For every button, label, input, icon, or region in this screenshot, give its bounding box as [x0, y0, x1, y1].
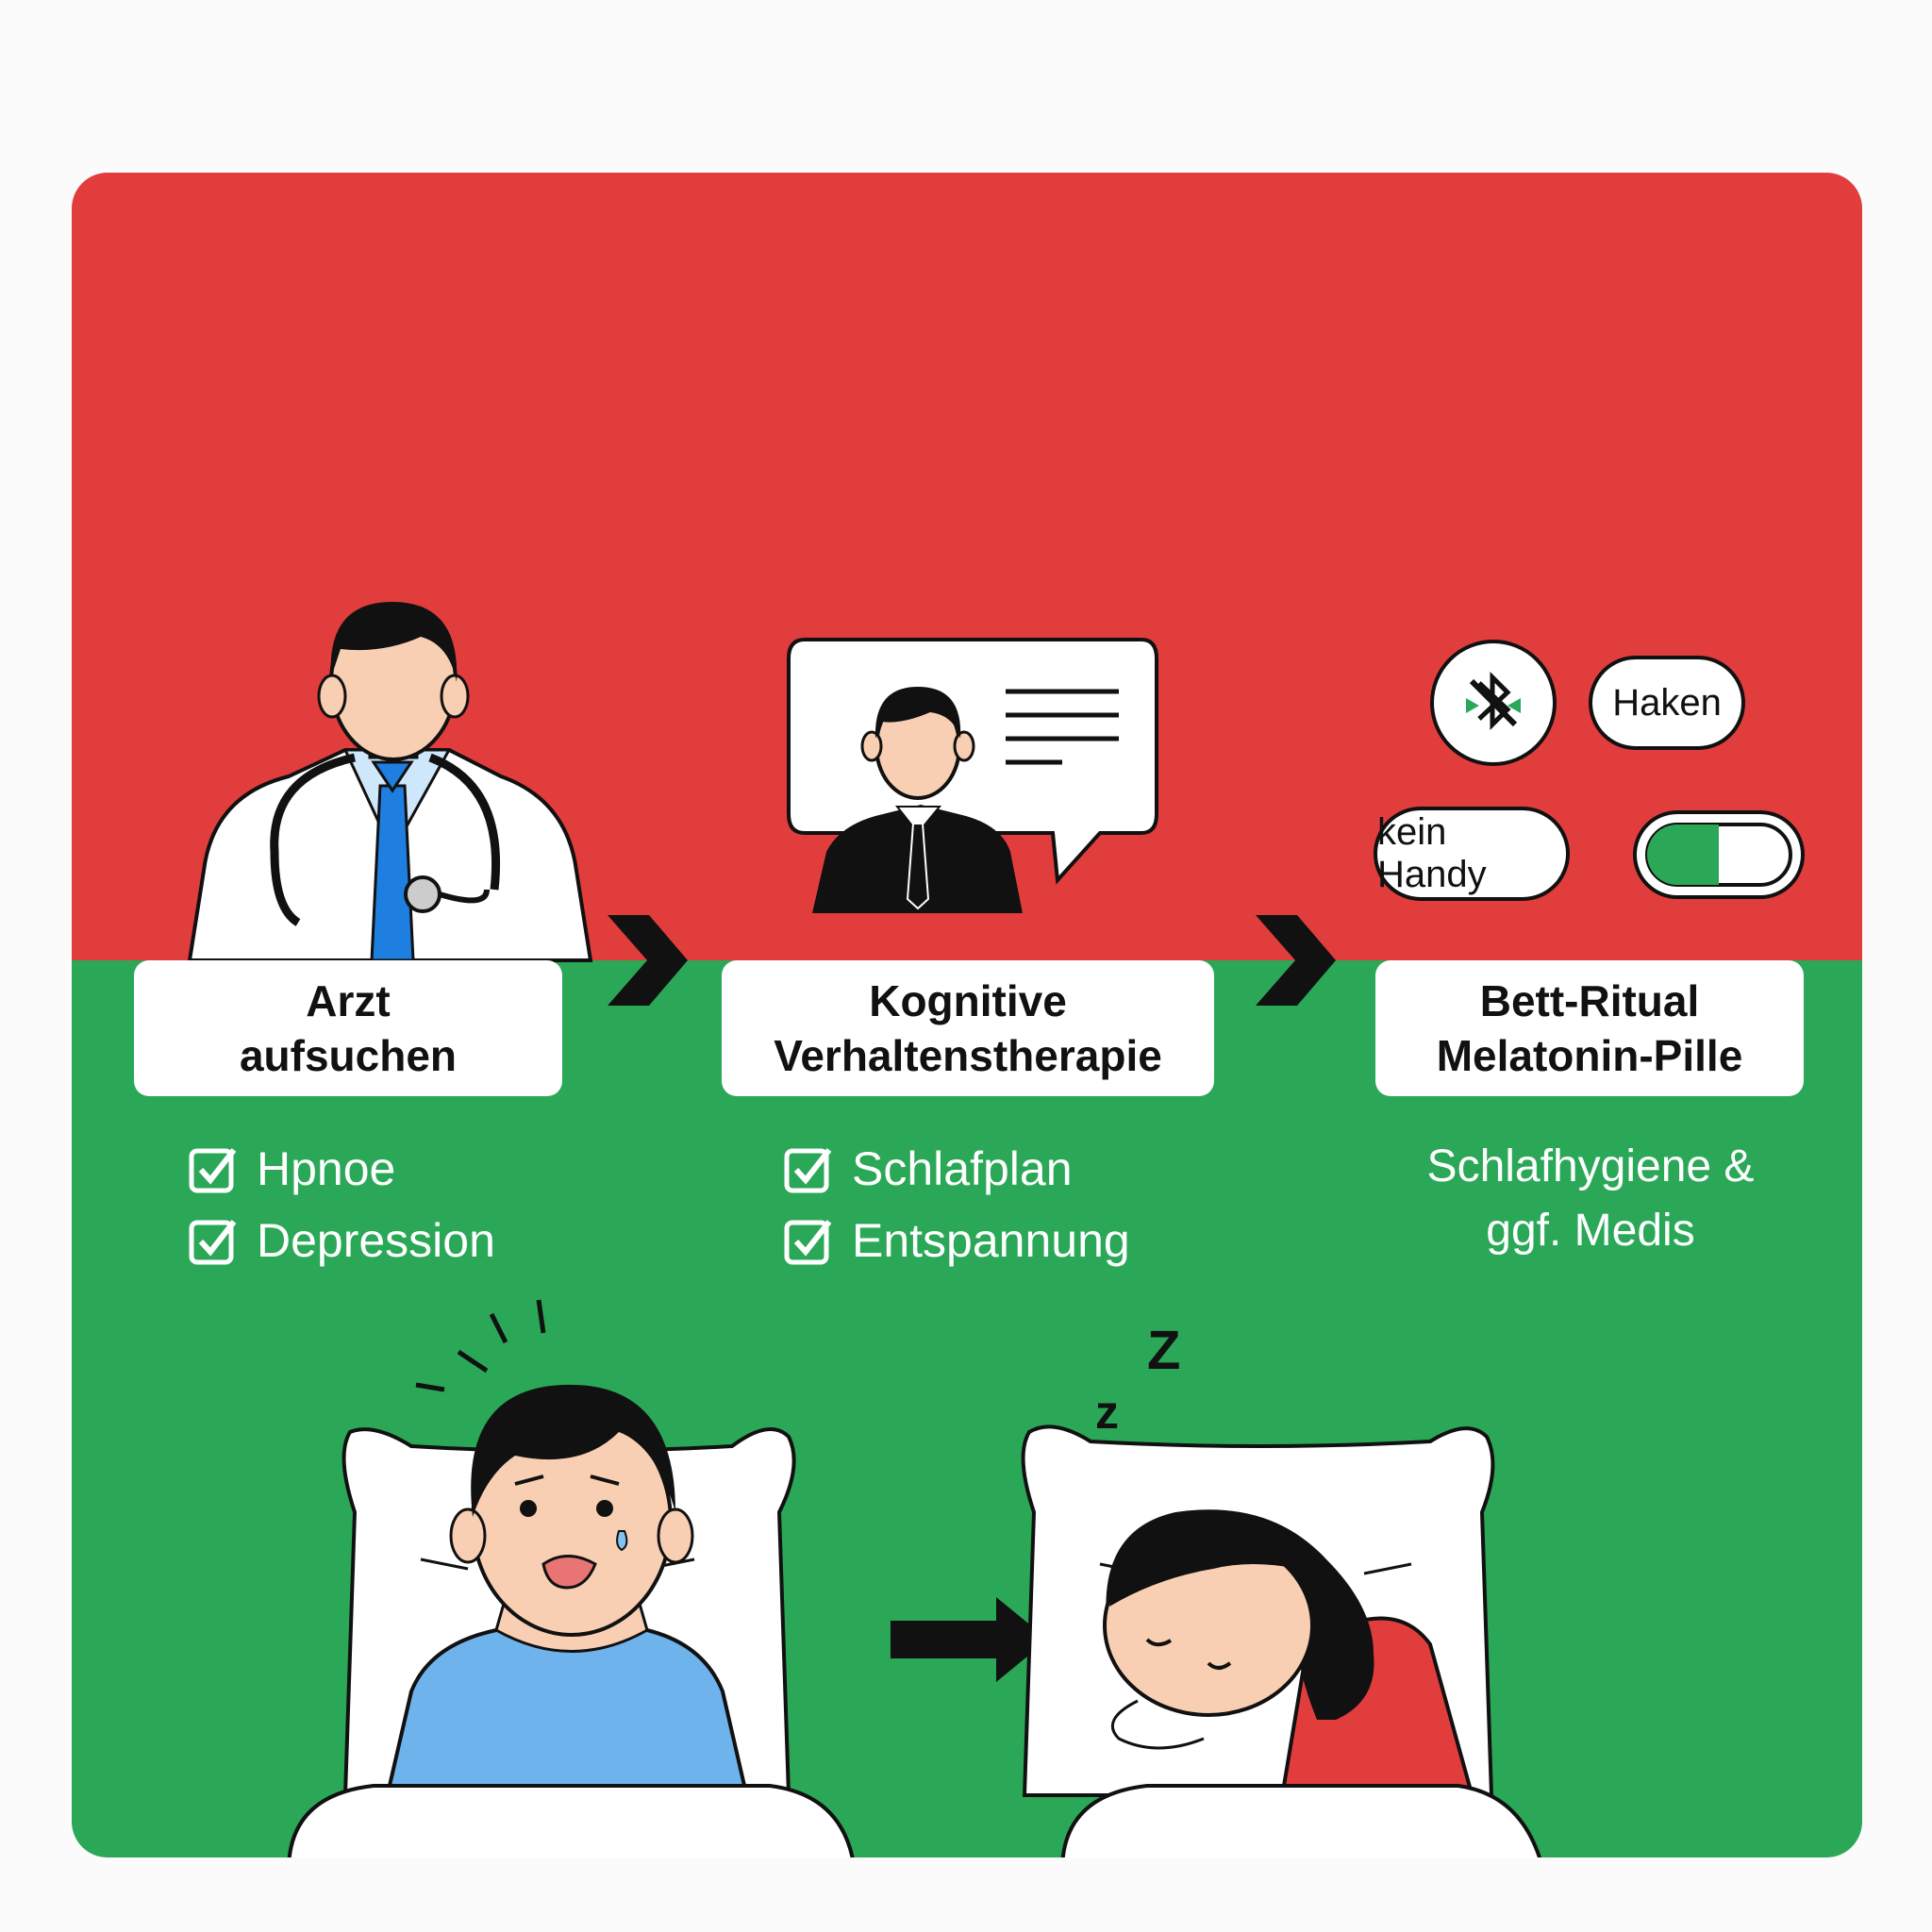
checklist-item-label: Schlafplan: [852, 1142, 1073, 1195]
step-3-label: Bett-Ritual Melatonin-Pille: [1375, 960, 1804, 1096]
checklist-item-label: Depression: [257, 1214, 495, 1267]
step-2-label: Kognitive Verhaltenstherapie: [722, 960, 1214, 1096]
sleeping-woman-icon: [1021, 1424, 1541, 1857]
step-2-checklist: Schlafplan Entspannung: [784, 1133, 1130, 1276]
check-icon: [784, 1148, 832, 1193]
step-3-note-line-2: ggf. Medis: [1486, 1206, 1695, 1256]
checklist-item: Entspannung: [784, 1205, 1130, 1276]
checklist-item: Hpnoe: [189, 1133, 495, 1205]
check-icon: [189, 1148, 237, 1193]
step-1-line-1: Arzt: [306, 976, 391, 1025]
sleep-z-large: Z: [1147, 1320, 1181, 1381]
step-1-checklist: Hpnoe Depression: [189, 1133, 495, 1276]
sleep-z-small: z: [1095, 1386, 1119, 1439]
check-icon: [784, 1220, 832, 1265]
step-2-line-2: Verhaltenstherapie: [774, 1031, 1162, 1080]
no-phone-badge: kein Handy: [1374, 807, 1570, 901]
step-1-line-2: aufsuchen: [239, 1031, 458, 1080]
arrow-icon: [608, 915, 688, 1006]
checklist-item: Schlafplan: [784, 1133, 1130, 1205]
haken-badge: Haken: [1589, 656, 1745, 750]
step-1-label: Arzt aufsuchen: [134, 960, 562, 1096]
arrow-icon: [891, 1597, 1048, 1682]
pill-icon: [1633, 810, 1805, 899]
step-3-note: Schlafhygiene & ggf. Medis: [1374, 1135, 1807, 1263]
no-phone-label: kein Handy: [1377, 811, 1487, 895]
no-bluetooth-icon: [1430, 640, 1557, 766]
doctor-icon: [187, 602, 593, 962]
step-3-line-1: Bett-Ritual: [1479, 976, 1700, 1025]
step-3-note-line-1: Schlafhygiene &: [1426, 1141, 1755, 1191]
therapist-icon: [787, 638, 1158, 913]
checklist-item-label: Entspannung: [852, 1214, 1130, 1267]
illustration-layer: [187, 602, 1805, 1857]
checklist-item-label: Hpnoe: [257, 1142, 396, 1195]
infographic-panel: Z z Haken kein Handy Arzt aufsuchen Kogn…: [72, 173, 1862, 1857]
checklist-item: Depression: [189, 1205, 495, 1276]
step-3-line-2: Melatonin-Pille: [1436, 1031, 1743, 1080]
haken-label: Haken: [1612, 681, 1722, 724]
arrow-icon: [1256, 915, 1336, 1006]
check-icon: [189, 1220, 237, 1265]
awake-man-icon: [287, 1299, 855, 1857]
step-2-line-1: Kognitive: [869, 976, 1067, 1025]
